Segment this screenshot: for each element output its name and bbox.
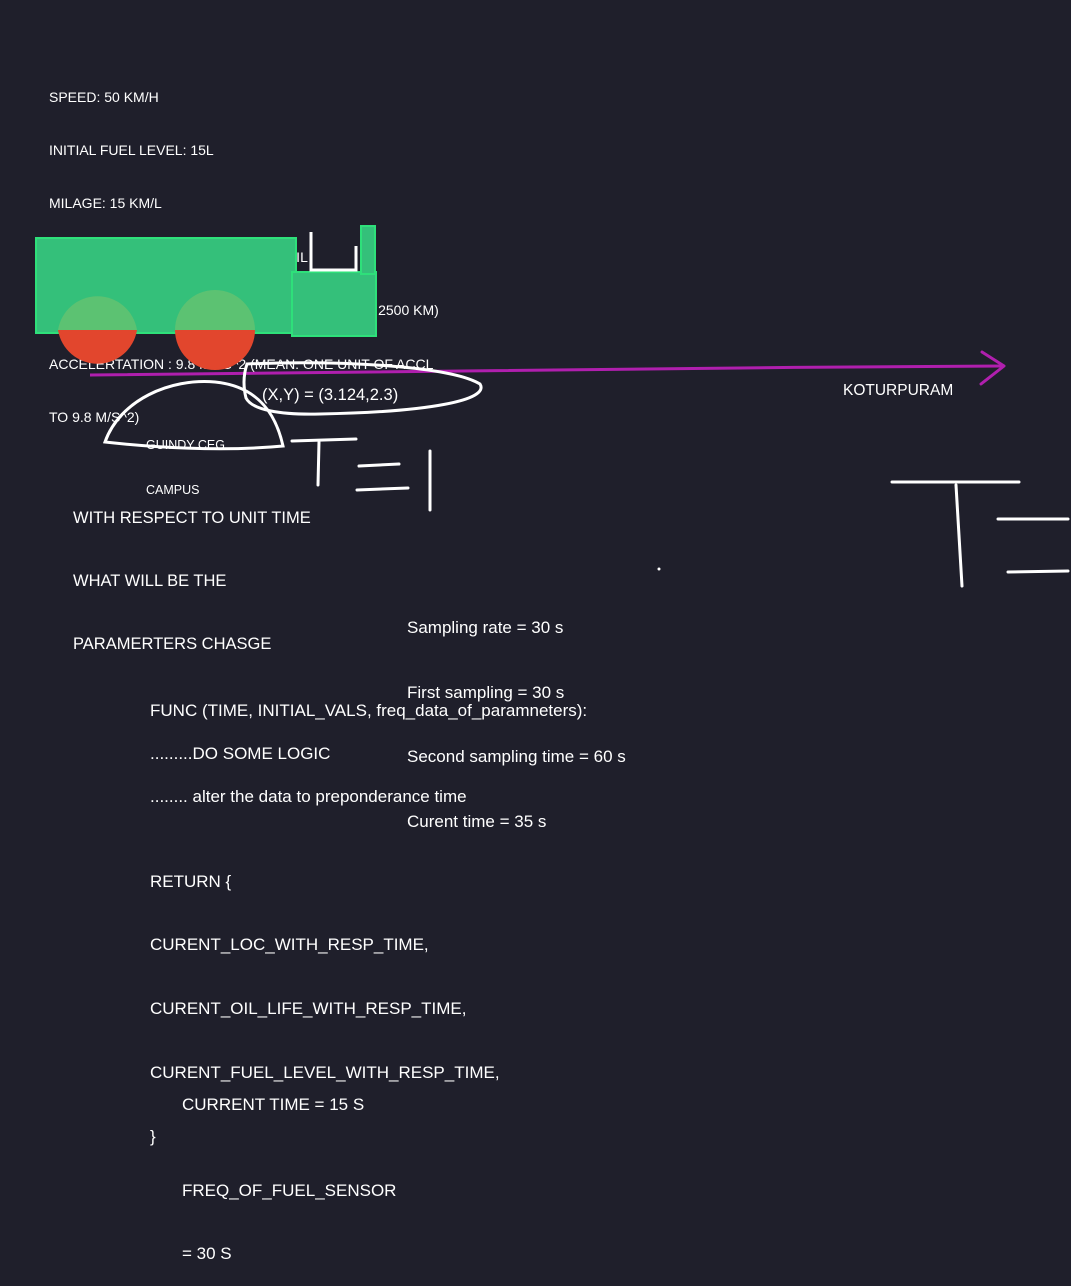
func-alter-line: ........ alter the data to preponderance… [150,787,467,806]
spec-acceleration-cont: TO 9.8 M/S^2) [49,408,140,425]
destination-label: KOTURPURAM [843,382,954,399]
current-time-note: CURRENT TIME = 15 S [182,1095,365,1114]
coordinate-label: (X,Y) = (3.124,2.3) [262,386,399,404]
truck-window-outline [309,232,358,272]
func-return-block: RETURN { CURENT_LOC_WITH_RESP_TIME, CURE… [150,871,500,1147]
func-logic-line: .........DO SOME LOGIC [150,744,331,763]
stray-dot [657,567,661,571]
question-text: WITH RESPECT TO UNIT TIME WHAT WILL BE T… [73,509,311,653]
origin-circle [102,380,285,451]
rear-wheel [175,290,255,370]
coordinate-circle [242,361,483,416]
spec-initial-fuel: INITIAL FUEL LEVEL: 15L [49,141,214,158]
truck-drawing [35,225,377,370]
t-equals-scribble [890,480,1070,588]
spec-mileage: MILAGE: 15 KM/L [49,195,162,212]
route-arrow [89,350,1006,386]
second-sampling: Second sampling time = 60 s [407,747,626,766]
sampling-rate: Sampling rate = 30 s [407,618,564,637]
t-equals-one-scribble [290,437,432,512]
origin-label: GUINDY CEG CAMPUS [146,438,225,497]
fuel-sensor-freq-note: FREQ_OF_FUEL_SENSOR = 30 S [182,1180,397,1264]
spec-speed: SPEED: 50 KM/H [49,88,159,105]
front-wheel [58,296,137,364]
current-time-sampling: Curent time = 35 s [407,811,547,831]
func-signature: FUNC (TIME, INITIAL_VALS, freq_data_of_p… [150,701,588,720]
truck-exhaust [360,225,376,275]
sampling-info: Sampling rate = 30 s First sampling = 30… [407,574,626,854]
truck-cab [291,271,377,337]
first-sampling: First sampling = 30 s [407,682,565,702]
